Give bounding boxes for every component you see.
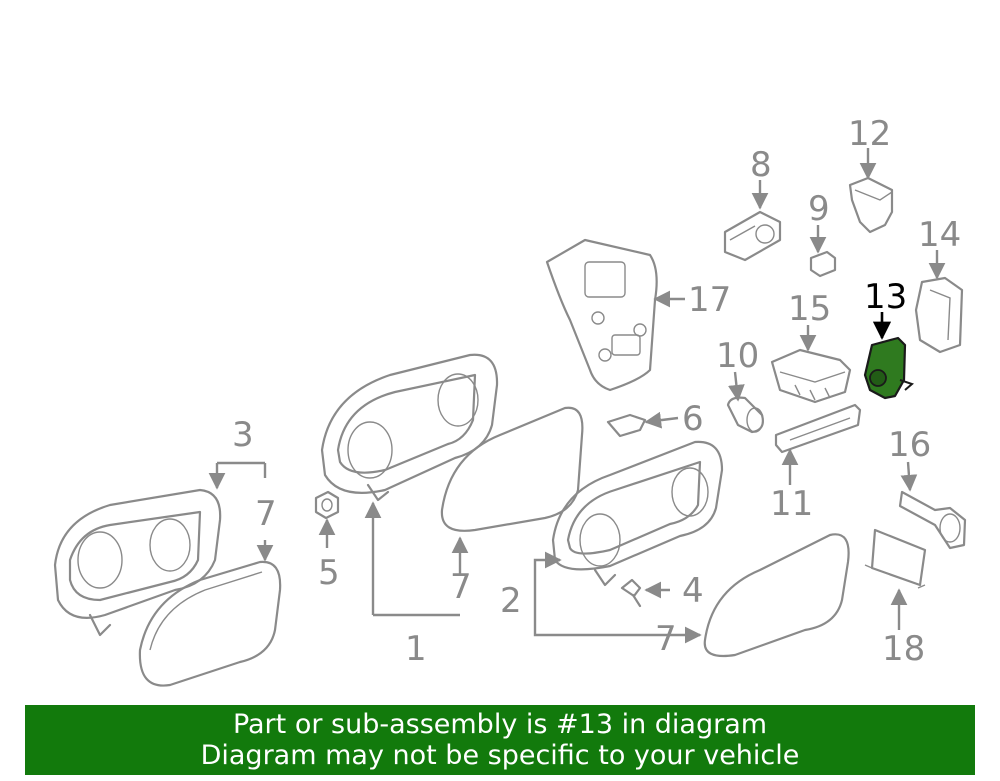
bracket-14 [914,276,964,354]
callout-6: 6 [682,399,704,439]
callout-8: 8 [750,145,772,185]
callout-9: 9 [808,189,830,229]
callout-2: 2 [500,581,522,621]
nut-5 [314,490,340,520]
callout-4: 4 [682,571,704,611]
callout-18: 18 [882,629,925,669]
callout-3: 3 [232,415,254,455]
callout-16: 16 [888,425,931,465]
center-bezel-17 [545,238,658,392]
leader-lines [208,148,946,644]
callout-7-lower: 7 [655,619,677,659]
switch-strip-11 [774,403,862,454]
callout-11: 11 [770,484,813,524]
cluster-lens-7c [703,533,850,658]
knob-10 [726,396,764,434]
instrument-cluster-2 [551,440,724,587]
button-12 [848,176,894,234]
cluster-lens-7b [440,406,584,532]
bulb-socket-16 [898,490,967,550]
callout-13: 13 [864,277,907,317]
callout-7-center: 7 [450,567,472,607]
callout-12: 12 [848,114,891,154]
bracket-18 [864,528,927,589]
clip-6 [606,413,647,438]
cluster-lens-7a [138,560,282,687]
headlamp-switch-8 [723,210,782,262]
callout-7-left: 7 [255,494,277,534]
callout-17: 17 [688,280,731,320]
switch-9 [809,250,837,278]
instrument-cluster-1 [320,353,499,502]
banner-line-1: Part or sub-assembly is #13 in diagram [232,709,768,740]
banner-line-2: Diagram may not be specific to your vehi… [200,740,800,771]
info-banner: Part or sub-assembly is #13 in diagram D… [25,705,975,775]
parts-diagram: 3 7 1 7 5 2 7 4 6 17 8 9 12 14 13 15 10 … [53,114,967,687]
instrument-cluster-3 [53,488,222,637]
callout-1: 1 [405,629,427,669]
callout-5: 5 [318,553,340,593]
callout-15: 15 [788,289,831,329]
part-13-highlighted [863,336,914,400]
callout-10: 10 [716,336,759,376]
callout-14: 14 [918,215,961,255]
screw-4 [620,578,642,608]
switch-panel-15 [770,348,852,404]
